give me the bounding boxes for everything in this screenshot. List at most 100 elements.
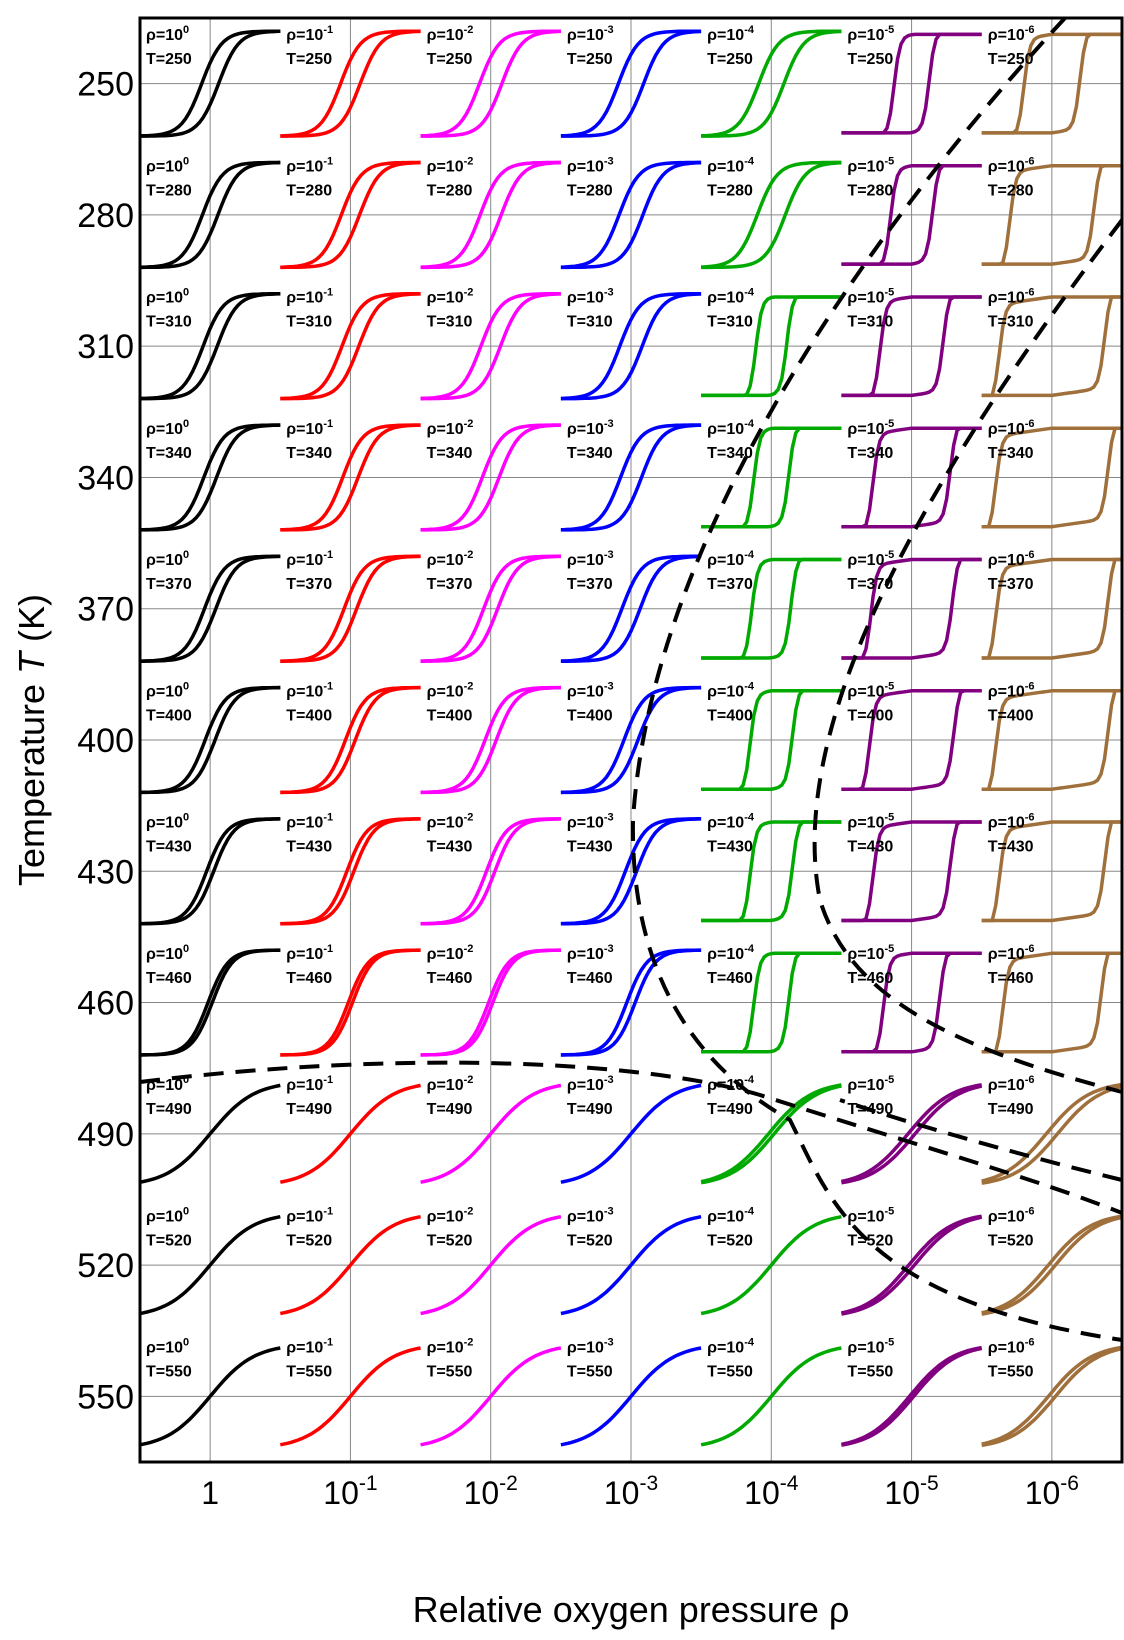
cell-label-rho: ρ=10-4 (707, 24, 755, 44)
hysteresis-curves (139, 29, 1123, 1448)
cell-label-T: T=250 (286, 51, 332, 68)
cell-label-rho: ρ=10-4 (707, 1205, 755, 1225)
cell-label-rho: ρ=100 (146, 24, 189, 44)
cell-label-rho: ρ=10-1 (286, 418, 333, 438)
cell-label-T: T=340 (567, 445, 613, 462)
cell-label-T: T=250 (567, 51, 613, 68)
hysteresis-branch-down (981, 1345, 1123, 1446)
cell-label-T: T=520 (707, 1232, 753, 1249)
cell-label-rho: ρ=10-2 (427, 549, 474, 569)
hysteresis-branch-down (841, 820, 982, 923)
cell-label-rho: ρ=10-2 (427, 1074, 474, 1094)
cell-label-rho: ρ=10-4 (707, 680, 755, 700)
hysteresis-branch-up (841, 1084, 983, 1185)
hysteresis-branch-down (841, 689, 982, 791)
cell-label-rho: ρ=10-4 (707, 549, 755, 569)
cell-label-T: T=340 (988, 445, 1034, 462)
hysteresis-branch-down (981, 820, 1122, 923)
hysteresis-branch-down (560, 29, 702, 138)
x-tick-label: 10-6 (1025, 1472, 1079, 1511)
hysteresis-branch-up (560, 160, 702, 270)
cell-label-T: T=310 (847, 314, 893, 331)
hysteresis-branch-down (981, 32, 1122, 135)
cell-label-rho: ρ=10-3 (567, 287, 614, 307)
cell-label-rho: ρ=10-1 (286, 943, 333, 963)
cell-label-rho: ρ=10-4 (707, 287, 755, 307)
cell-label-rho: ρ=10-6 (988, 418, 1035, 438)
cell-label-rho: ρ=10-1 (286, 1074, 333, 1094)
cell-label-T: T=310 (427, 314, 473, 331)
hysteresis-branch-up (981, 295, 1122, 398)
y-axis-label: Temperature T (K) (11, 594, 52, 886)
hysteresis-branch-down (140, 817, 281, 926)
hysteresis-branch-up (420, 1083, 562, 1184)
hysteresis-branch-up (139, 1214, 281, 1316)
hysteresis-branch-down (981, 1214, 1123, 1315)
cell-label-T: T=520 (988, 1232, 1034, 1249)
cell-label-rho: ρ=100 (146, 1337, 189, 1357)
hysteresis-branch-up (280, 29, 421, 138)
y-tick-label: 280 (77, 197, 134, 235)
hysteresis-branch-down (420, 291, 561, 401)
cell-label-rho: ρ=10-3 (567, 680, 614, 700)
hysteresis-branch-up (139, 1346, 281, 1447)
cell-label-rho: ρ=10-6 (988, 943, 1035, 963)
cell-label-T: T=430 (567, 839, 613, 856)
cell-label-T: T=340 (146, 445, 192, 462)
hysteresis-branch-up (420, 1214, 562, 1316)
hysteresis-branch-down (701, 426, 842, 529)
hysteresis-branch-down (981, 951, 1122, 1054)
hysteresis-branch-down (560, 423, 702, 532)
cell-label-rho: ρ=10-6 (988, 812, 1035, 832)
cell-label-rho: ρ=10-3 (567, 1205, 614, 1225)
hysteresis-branch-up (560, 29, 702, 138)
hysteresis-branch-down (701, 951, 842, 1054)
hysteresis-branch-down (841, 557, 982, 660)
cell-label-rho: ρ=10-3 (567, 943, 614, 963)
cell-label-rho: ρ=10-1 (286, 155, 333, 175)
hysteresis-branch-up (841, 557, 982, 660)
cell-label-rho: ρ=10-5 (847, 24, 894, 44)
cell-label-T: T=280 (988, 182, 1034, 199)
cell-label-rho: ρ=10-3 (567, 812, 614, 832)
cell-label-rho: ρ=10-3 (567, 1074, 614, 1094)
x-tick-label: 10-5 (884, 1472, 938, 1511)
cell-label-rho: ρ=10-2 (427, 943, 474, 963)
cell-label-rho: ρ=10-6 (988, 1205, 1035, 1225)
y-tick-label: 550 (77, 1378, 134, 1416)
cell-label-rho: ρ=100 (146, 155, 189, 175)
phase-boundary-dashed (630, 16, 1123, 1342)
cell-label-rho: ρ=100 (146, 549, 189, 569)
cell-label-T: T=460 (427, 970, 473, 987)
cell-label-T: T=460 (286, 970, 332, 987)
hysteresis-branch-up (280, 160, 421, 270)
cell-label-T: T=250 (146, 51, 192, 68)
hysteresis-branch-down (420, 160, 561, 269)
hysteresis-branch-up (701, 29, 842, 138)
hysteresis-branch-up (560, 1214, 702, 1316)
hysteresis-branch-down (560, 948, 702, 1057)
hysteresis-branch-down (841, 426, 982, 529)
y-axis-label-prefix: Temperature (11, 674, 52, 886)
cell-label-rho: ρ=10-4 (707, 943, 755, 963)
cell-label-T: T=490 (567, 1101, 613, 1118)
hysteresis-branch-down (280, 160, 421, 269)
x-tick-label: 10-2 (464, 1472, 518, 1511)
hysteresis-branch-up (700, 1084, 842, 1185)
hysteresis-branch-down (841, 163, 982, 266)
hysteresis-branch-up (981, 951, 1122, 1054)
cell-label-T: T=550 (847, 1364, 893, 1381)
cell-label-rho: ρ=10-2 (427, 1205, 474, 1225)
y-tick-label: 400 (77, 722, 134, 760)
cell-label-rho: ρ=10-5 (847, 680, 894, 700)
hysteresis-branch-up (279, 1346, 421, 1447)
cell-label-rho: ρ=10-4 (707, 1074, 755, 1094)
hysteresis-branch-down (981, 163, 1122, 266)
cell-label-T: T=400 (707, 707, 753, 724)
cell-label-T: T=490 (707, 1101, 753, 1118)
cell-label-rho: ρ=10-2 (427, 680, 474, 700)
hysteresis-branch-up (420, 292, 561, 401)
y-axis-label-unit: (K) (11, 594, 52, 652)
cell-label-T: T=550 (707, 1364, 753, 1381)
